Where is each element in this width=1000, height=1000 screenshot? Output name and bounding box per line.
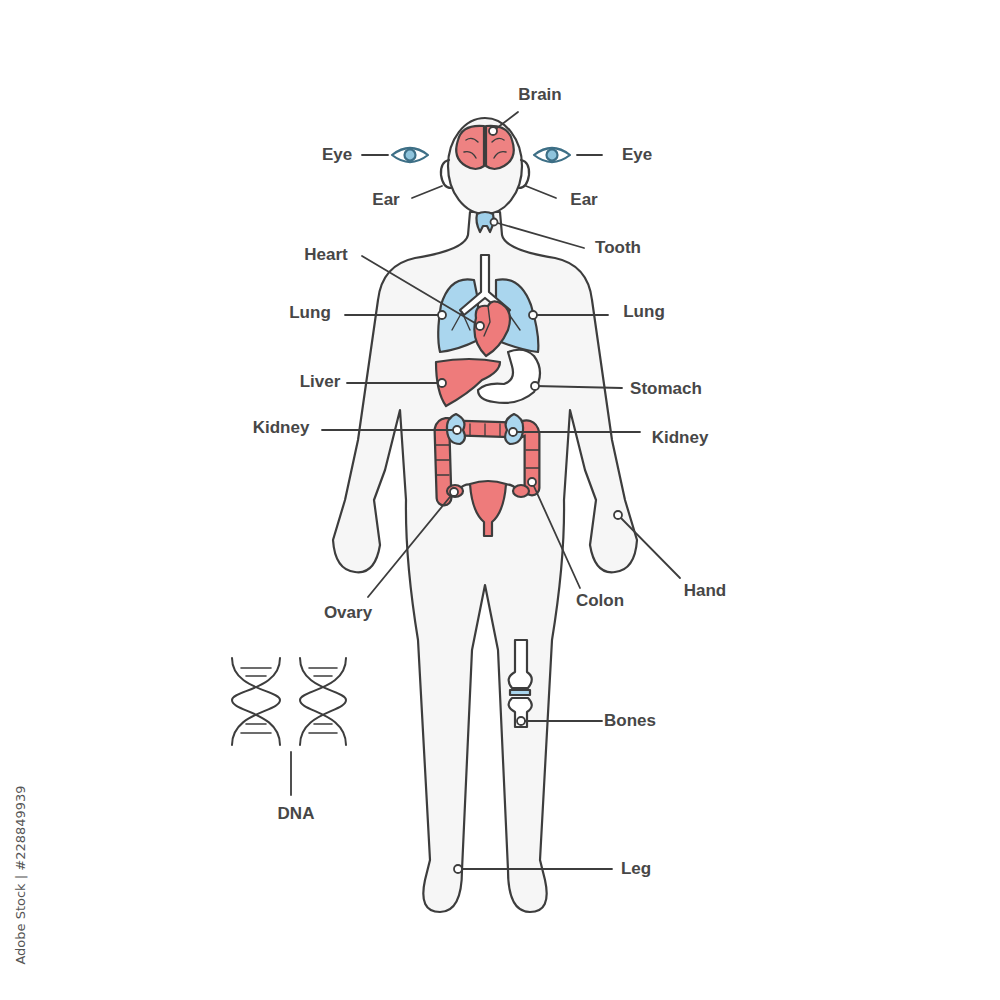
organ-label: Lung xyxy=(623,302,665,322)
bone xyxy=(509,698,532,727)
watermark-text: Adobe Stock | #228849939 xyxy=(13,785,28,964)
organ-label: Eye xyxy=(322,145,352,165)
bone xyxy=(509,640,532,688)
eye-icon xyxy=(392,148,570,162)
kidney xyxy=(447,414,465,444)
organ-label: Leg xyxy=(621,859,651,879)
organ-label: Ovary xyxy=(324,603,372,623)
kidney xyxy=(505,414,523,444)
ear-shape xyxy=(519,160,529,188)
leader-dot xyxy=(438,127,622,873)
organ-label: Kidney xyxy=(253,418,310,438)
lung xyxy=(438,279,478,352)
organ-label: Eye xyxy=(622,145,652,165)
ear-shape xyxy=(441,160,451,188)
head xyxy=(448,118,522,214)
organ-label: Stomach xyxy=(630,379,702,399)
organ-label: Kidney xyxy=(652,428,709,448)
organ-label: Tooth xyxy=(595,238,641,258)
ovary xyxy=(447,485,463,497)
ovary xyxy=(513,485,529,497)
uterus xyxy=(470,481,506,536)
organ-label: Colon xyxy=(576,591,624,611)
liver xyxy=(436,359,500,406)
organ-label: Bones xyxy=(604,711,656,731)
heart-vessel xyxy=(484,306,490,336)
leader-line xyxy=(291,112,680,869)
organ-label: Hand xyxy=(684,581,727,601)
dna-icon xyxy=(232,658,346,745)
organ-label: DNA xyxy=(278,804,315,824)
organ-label: Ear xyxy=(372,190,399,210)
brain xyxy=(456,126,484,169)
organ-label: Ear xyxy=(570,190,597,210)
organ-label: Liver xyxy=(300,372,341,392)
cartilage xyxy=(510,690,530,695)
body-outline xyxy=(333,212,637,912)
heart xyxy=(474,301,510,356)
organ-label: Brain xyxy=(518,85,561,105)
organ-label: Heart xyxy=(304,245,347,265)
brain xyxy=(486,126,514,169)
brain-fold xyxy=(464,138,506,158)
organ-label: Lung xyxy=(289,303,331,323)
